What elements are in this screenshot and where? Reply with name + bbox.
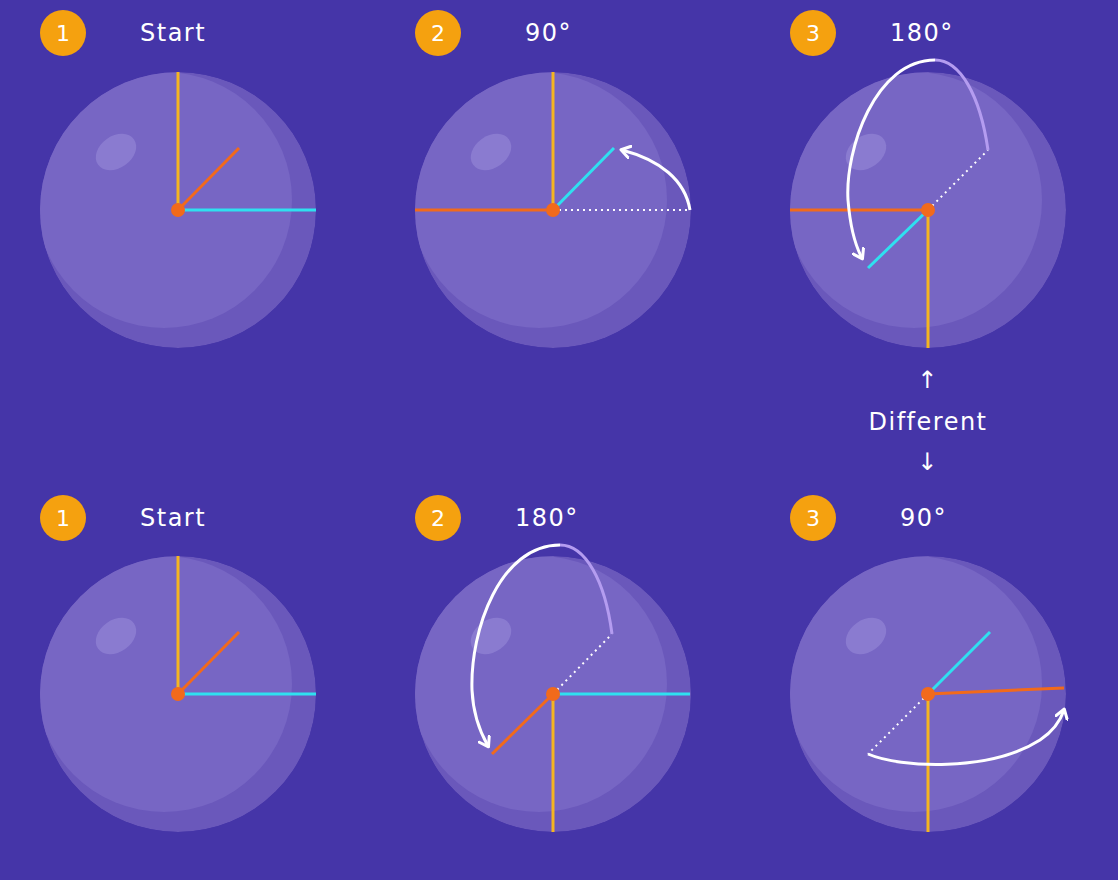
step-number: 2 xyxy=(415,495,461,541)
step-badge: 1 Start xyxy=(40,10,206,56)
step-badge: 3 90° xyxy=(790,495,947,541)
sphere-90-top xyxy=(411,72,691,348)
step-title: Start xyxy=(140,19,206,47)
step-badge: 1 Start xyxy=(40,495,206,541)
arrow-down-symbol: ↓ xyxy=(917,448,939,476)
step-number: 3 xyxy=(790,10,836,56)
step-title: Start xyxy=(140,504,206,532)
sphere-180-bottom xyxy=(411,545,691,832)
sphere-start-top xyxy=(36,72,316,348)
comparison-label: Different xyxy=(868,408,987,436)
sphere-start-bottom xyxy=(36,556,316,832)
step-title: 180° xyxy=(890,19,954,47)
step-badge: 3 180° xyxy=(790,10,954,56)
step-number: 2 xyxy=(415,10,461,56)
step-title: 180° xyxy=(515,504,579,532)
step-number: 1 xyxy=(40,495,86,541)
step-number: 3 xyxy=(790,495,836,541)
arrow-up-symbol: ↑ xyxy=(917,366,939,394)
sphere-90-bottom xyxy=(786,556,1066,832)
step-badge: 2 90° xyxy=(415,10,572,56)
step-title: 90° xyxy=(525,19,572,47)
sphere-180-top xyxy=(786,60,1066,348)
step-title: 90° xyxy=(900,504,947,532)
step-number: 1 xyxy=(40,10,86,56)
step-badge: 2 180° xyxy=(415,495,579,541)
